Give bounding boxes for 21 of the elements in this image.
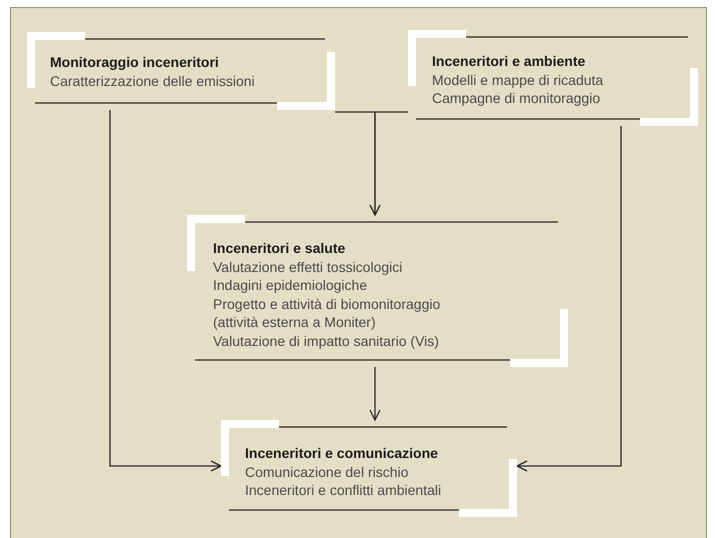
- card-item: Valutazione effetti tossicologici: [213, 258, 404, 276]
- arrow: [516, 126, 622, 472]
- card-item: Valutazione di impatto sanitario (Vis): [213, 332, 440, 350]
- card-heading: Monitoraggio inceneritori: [50, 53, 220, 72]
- arrow: [369, 111, 408, 216]
- card-item: Inceneritori e conflitti ambientali: [245, 481, 442, 500]
- text-card: [187, 215, 568, 367]
- card-heading: Inceneritori e salute: [213, 239, 346, 258]
- card-item: Progetto e attività di biomonitoraggio (attività esterna a Moniter): [213, 294, 442, 332]
- card-heading: Inceneritori e ambiente: [432, 52, 586, 70]
- arrow: [369, 367, 381, 421]
- card-item: Indagini epidemiologiche: [213, 276, 368, 294]
- card-item: Campagne di monitoraggio: [432, 89, 602, 108]
- card-item: Caratterizzazione delle emissioni: [50, 72, 256, 90]
- text-card: [221, 420, 517, 517]
- card-item: Modelli e mappe di ricaduta: [432, 70, 604, 89]
- text-card: [27, 32, 335, 110]
- text-card: [408, 30, 698, 126]
- card-heading: Inceneritori e comunicazione: [245, 444, 439, 462]
- arrow: [109, 110, 222, 472]
- card-item: Comunicazione del rischio: [245, 462, 410, 481]
